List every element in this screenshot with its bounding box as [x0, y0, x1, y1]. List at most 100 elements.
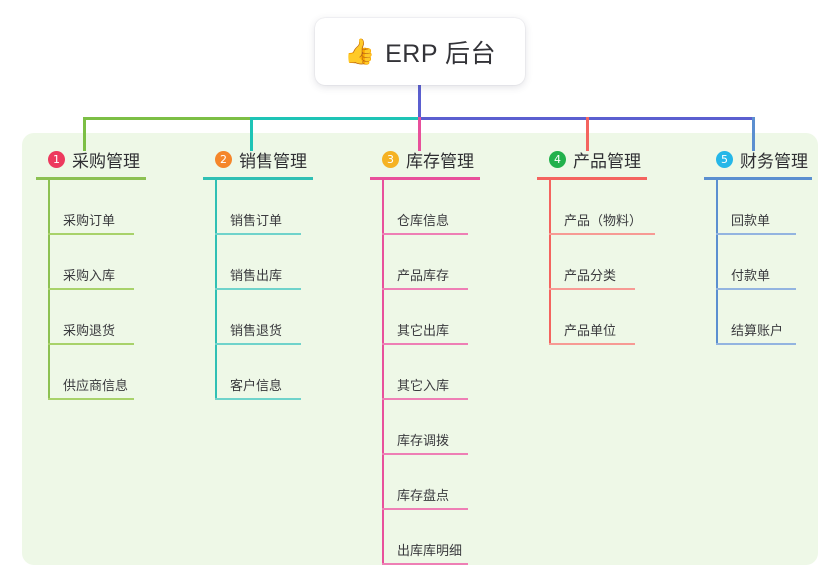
list-item[interactable]: 库存盘点: [370, 455, 480, 510]
bus-green: [83, 117, 250, 120]
root-node[interactable]: 👍 ERP 后台: [315, 18, 525, 85]
list-item[interactable]: 采购退货: [36, 290, 146, 345]
bus-teal: [250, 117, 418, 120]
list-item-underline: [48, 343, 134, 345]
list-item[interactable]: 供应商信息: [36, 345, 146, 400]
column-items-inventory: 仓库信息产品库存其它出库其它入库库存调拨库存盘点出库库明细: [370, 180, 480, 565]
column-items-product: 产品（物料） 产品分类产品单位: [537, 180, 655, 345]
column-sales: 2 销售管理销售订单销售出库销售退货客户信息: [203, 146, 313, 400]
list-item[interactable]: 仓库信息: [370, 180, 480, 235]
list-item-label: 结算账户: [731, 323, 784, 338]
list-item-underline: [382, 398, 468, 400]
list-item-underline: [716, 288, 796, 290]
column-spine-purchase: [48, 180, 50, 400]
list-item-label: 供应商信息: [63, 378, 129, 393]
column-purchase: 1 采购管理采购订单采购入库采购退货供应商信息: [36, 146, 146, 400]
root-node-title: ERP 后台: [385, 39, 497, 68]
list-item-underline: [215, 398, 301, 400]
thumbs-up-icon: 👍: [343, 37, 376, 66]
list-item[interactable]: 销售退货: [203, 290, 313, 345]
drop-inventory: [418, 117, 421, 151]
list-item-underline: [215, 233, 301, 235]
list-item-underline: [549, 343, 635, 345]
column-spine-inventory: [382, 180, 384, 565]
list-item-label: 产品（物料）: [564, 213, 643, 228]
list-item-label: 采购入库: [63, 268, 116, 283]
column-spine-finance: [716, 180, 718, 345]
list-item-underline: [48, 288, 134, 290]
column-badge-product: 4: [549, 150, 566, 168]
column-underline-sales: [203, 177, 313, 180]
list-item-label: 产品库存: [397, 268, 450, 283]
column-inventory: 3 库存管理仓库信息产品库存其它出库其它入库库存调拨库存盘点出库库明细: [370, 146, 480, 565]
list-item[interactable]: 产品分类: [537, 235, 647, 290]
list-item-label: 回款单: [731, 213, 771, 228]
list-item[interactable]: 结算账户: [704, 290, 812, 345]
list-item-label: 采购订单: [63, 213, 116, 228]
list-item[interactable]: 回款单: [704, 180, 812, 235]
list-item-underline: [716, 343, 796, 345]
list-item-label: 出库库明细: [397, 543, 463, 558]
list-item-label: 客户信息: [230, 378, 283, 393]
drop-product: [586, 117, 589, 151]
list-item[interactable]: 其它出库: [370, 290, 480, 345]
column-badge-purchase: 1: [48, 150, 65, 168]
list-item-label: 产品单位: [564, 323, 617, 338]
list-item[interactable]: 产品单位: [537, 290, 647, 345]
drop-finance: [752, 117, 755, 151]
list-item-underline: [382, 288, 468, 290]
list-item-label: 销售退货: [230, 323, 283, 338]
list-item-label: 销售订单: [230, 213, 283, 228]
column-header-purchase[interactable]: 1 采购管理: [36, 146, 146, 172]
list-item[interactable]: 采购订单: [36, 180, 146, 235]
list-item-underline: [716, 233, 796, 235]
column-title-inventory: 库存管理: [406, 151, 474, 171]
column-underline-purchase: [36, 177, 146, 180]
list-item[interactable]: 其它入库: [370, 345, 480, 400]
column-header-inventory[interactable]: 3 库存管理: [370, 146, 480, 172]
column-title-finance: 财务管理: [740, 151, 808, 171]
root-stem-line: [418, 85, 421, 119]
list-item-underline: [382, 343, 468, 345]
list-item[interactable]: 出库库明细: [370, 510, 480, 565]
list-item-label: 其它入库: [397, 378, 450, 393]
list-item[interactable]: 销售出库: [203, 235, 313, 290]
list-item[interactable]: 产品库存: [370, 235, 480, 290]
column-items-finance: 回款单付款单结算账户: [704, 180, 812, 345]
list-item[interactable]: 客户信息: [203, 345, 313, 400]
list-item-underline: [215, 343, 301, 345]
list-item-label: 销售出库: [230, 268, 283, 283]
list-item-underline: [48, 233, 134, 235]
diagram-panel: [22, 133, 818, 565]
column-underline-inventory: [370, 177, 480, 180]
list-item-underline: [382, 563, 468, 565]
column-title-sales: 销售管理: [239, 151, 307, 171]
list-item-label: 付款单: [731, 268, 771, 283]
column-header-sales[interactable]: 2 销售管理: [203, 146, 313, 172]
list-item-underline: [215, 288, 301, 290]
list-item-underline: [48, 398, 134, 400]
list-item[interactable]: 产品（物料）: [537, 180, 655, 235]
list-item[interactable]: 采购入库: [36, 235, 146, 290]
column-items-purchase: 采购订单采购入库采购退货供应商信息: [36, 180, 146, 400]
drop-sales: [250, 117, 253, 151]
list-item-label: 其它出库: [397, 323, 450, 338]
list-item[interactable]: 付款单: [704, 235, 812, 290]
list-item-label: 库存调拨: [397, 433, 450, 448]
list-item[interactable]: 库存调拨: [370, 400, 480, 455]
column-badge-inventory: 3: [382, 150, 399, 168]
list-item-underline: [549, 288, 635, 290]
list-item-underline: [382, 508, 468, 510]
column-spine-sales: [215, 180, 217, 400]
column-title-purchase: 采购管理: [72, 151, 140, 171]
list-item-label: 采购退货: [63, 323, 116, 338]
column-underline-finance: [704, 177, 812, 180]
column-badge-sales: 2: [215, 150, 232, 168]
list-item-underline: [549, 233, 655, 235]
column-spine-product: [549, 180, 551, 345]
list-item[interactable]: 销售订单: [203, 180, 313, 235]
